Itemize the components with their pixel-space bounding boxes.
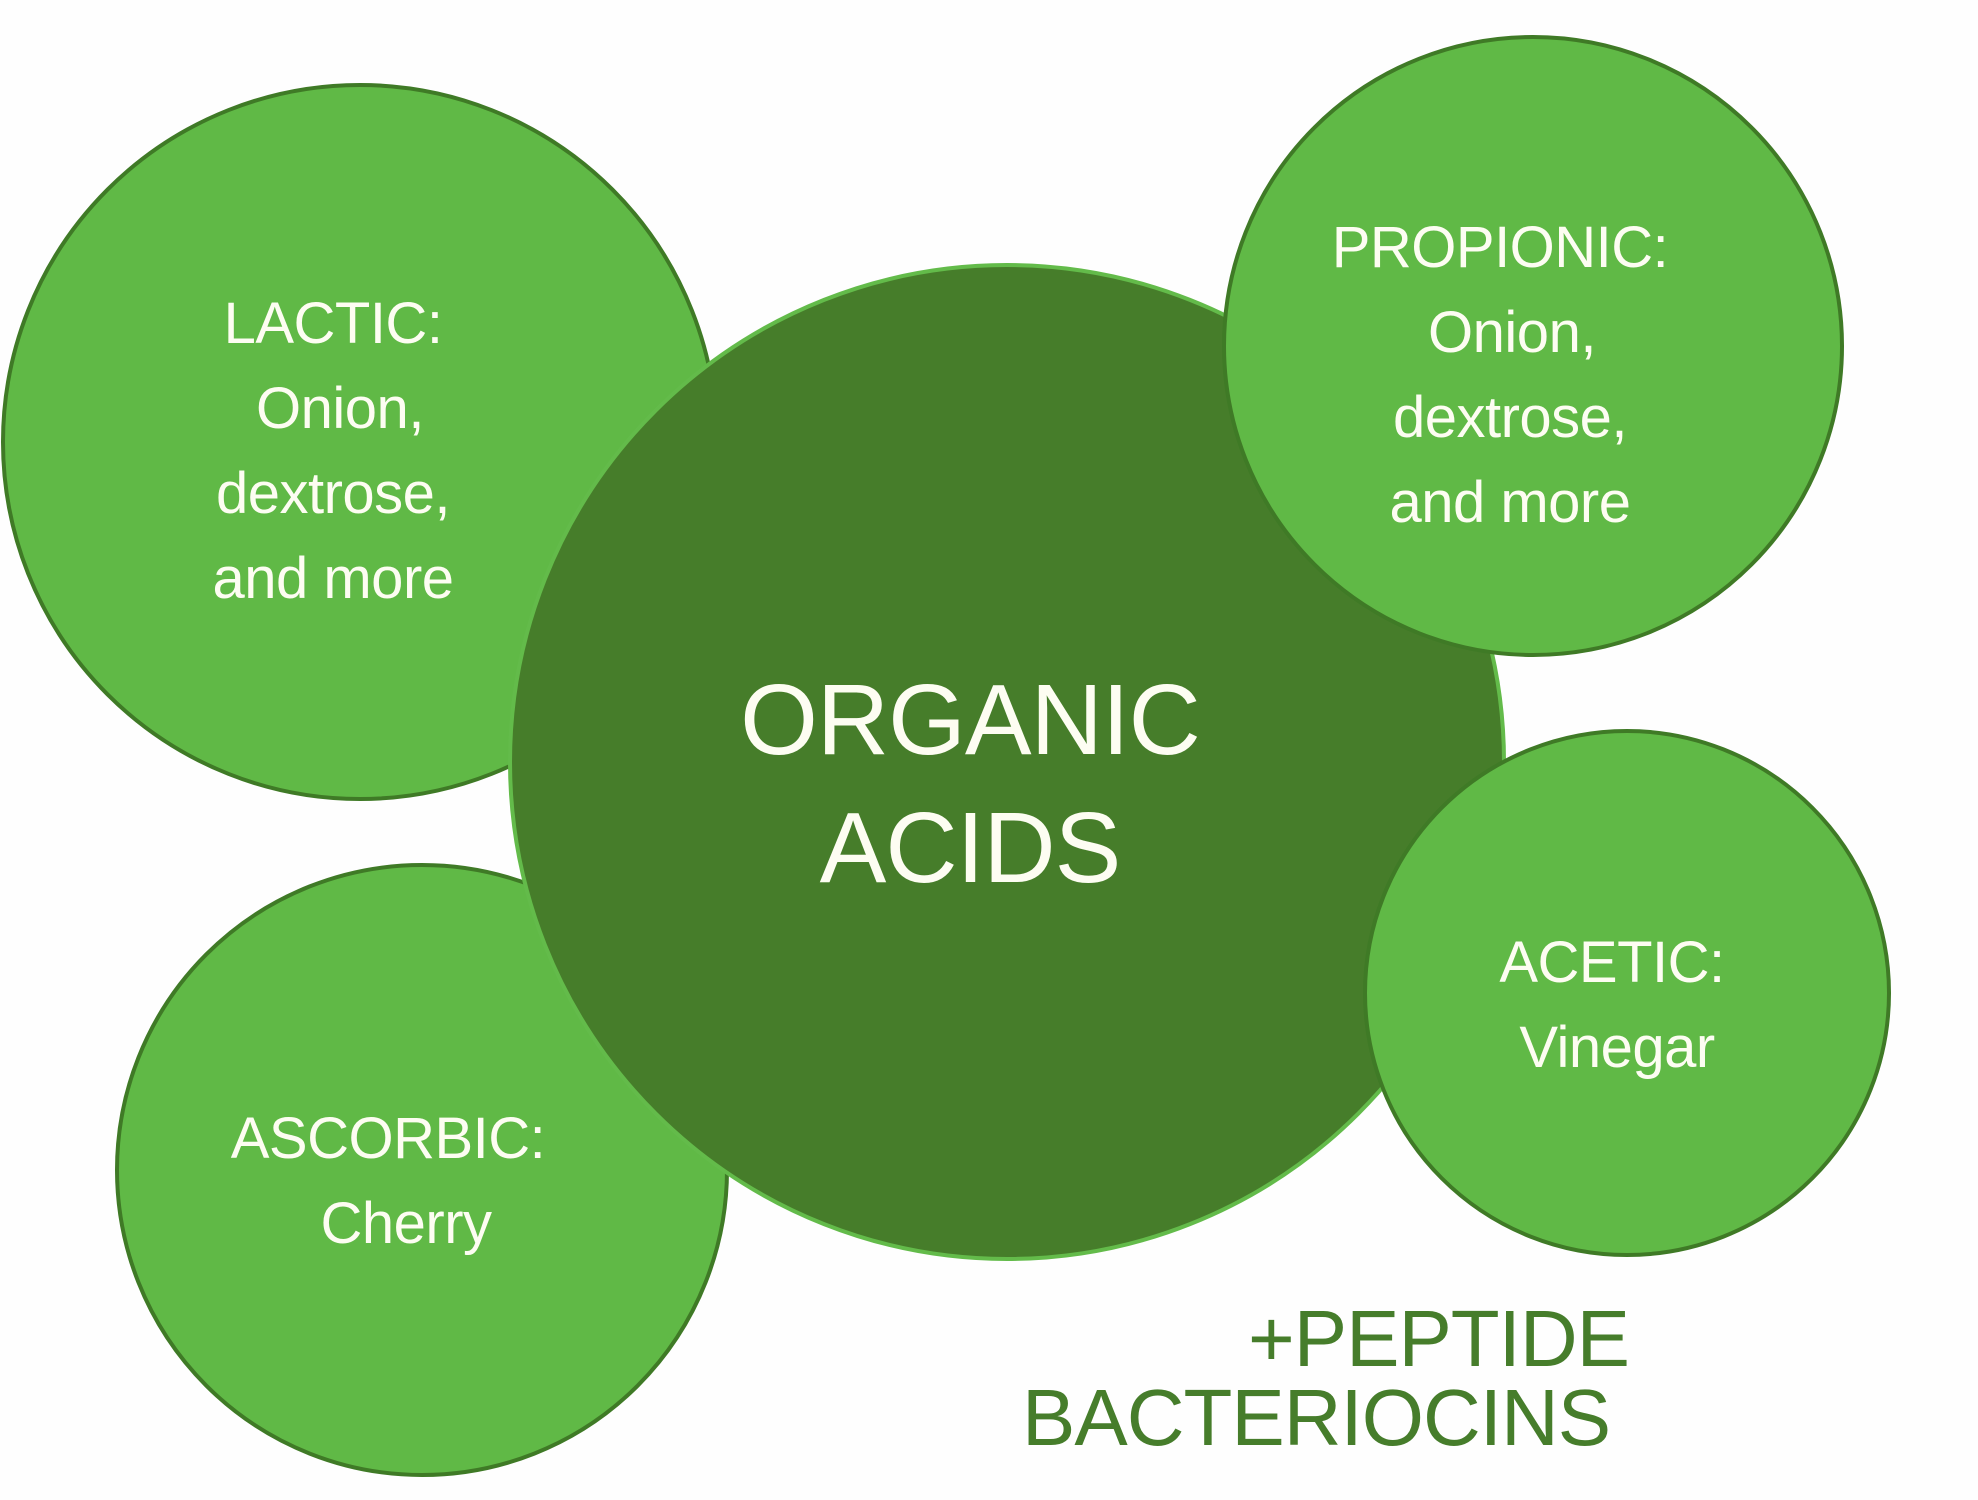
- lactic-source-line-1: Onion,: [256, 376, 424, 441]
- propionic-circle: [1222, 35, 1844, 657]
- ascorbic-source-line-1: Cherry: [320, 1191, 492, 1256]
- propionic-title: PROPIONIC:: [1331, 215, 1669, 280]
- organic-acids-label: ORGANIC ACIDS: [740, 656, 1201, 912]
- propionic-label: PROPIONIC: Onion, dextrose, and more: [1332, 205, 1669, 545]
- ascorbic-title: ASCORBIC:: [230, 1106, 546, 1171]
- lactic-label: LACTIC: Onion, dextrose, and more: [212, 281, 454, 621]
- propionic-source-line-3: and more: [1389, 470, 1631, 535]
- bacteriocins-line: BACTERIOCINS: [1022, 1373, 1611, 1462]
- organic-acids-line-1: ORGANIC: [740, 664, 1201, 776]
- propionic-source-line-1: Onion,: [1428, 300, 1596, 365]
- acetic-label: ACETIC: Vinegar: [1499, 920, 1725, 1090]
- organic-acids-line-2: ACIDS: [819, 792, 1122, 904]
- ascorbic-label: ASCORBIC: Cherry: [231, 1096, 546, 1266]
- peptide-line: +PEPTIDE: [1248, 1294, 1630, 1383]
- acetic-title: ACETIC:: [1499, 930, 1725, 995]
- propionic-source-line-2: dextrose,: [1392, 385, 1628, 450]
- lactic-title: LACTIC:: [223, 291, 443, 356]
- acetic-circle: [1363, 729, 1891, 1257]
- lactic-source-line-3: and more: [212, 546, 454, 611]
- acetic-source-line-1: Vinegar: [1519, 1015, 1715, 1080]
- lactic-source-line-2: dextrose,: [215, 461, 451, 526]
